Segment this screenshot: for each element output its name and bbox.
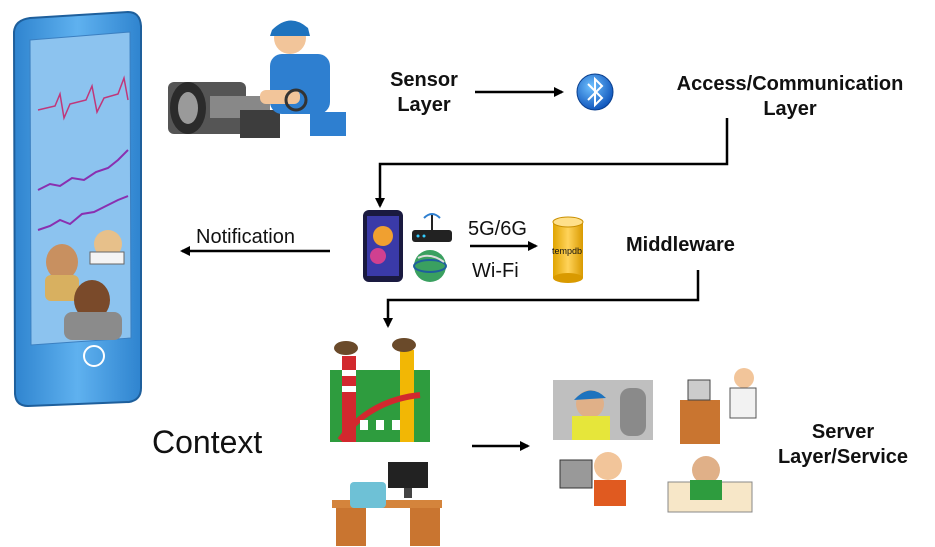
sensor-layer-line2: Layer — [397, 94, 451, 116]
bluetooth-icon — [576, 73, 614, 111]
access-layer-line1: Access/Communication — [676, 73, 904, 95]
server-layer-line1: Server — [811, 421, 875, 443]
sensor-layer-label: Sensor Layer — [372, 68, 476, 118]
factory-icon — [330, 338, 430, 442]
arrow-middleware-to-context — [383, 270, 700, 328]
router-icon — [412, 213, 452, 242]
db-label: tempdb — [552, 246, 583, 256]
server-layer-label: Server Layer/Service — [768, 420, 918, 470]
notification-label: Notification — [196, 226, 295, 248]
middleware-smartphone-icon — [363, 210, 403, 282]
lathe-worker-icon — [168, 20, 346, 138]
network-wifi-label: Wi-Fi — [472, 260, 519, 282]
access-layer-label: Access/Communication Layer — [652, 72, 928, 122]
database-icon — [552, 216, 584, 283]
network-5g-label: 5G/6G — [468, 218, 527, 240]
server-layer-line2: Layer/Service — [777, 446, 909, 468]
context-label: Context — [152, 424, 263, 460]
globe-icon — [413, 250, 447, 282]
home-button — [83, 345, 105, 367]
desk-icon — [332, 462, 442, 546]
access-layer-line2: Layer — [763, 98, 817, 120]
stressed-people-icon — [45, 230, 125, 340]
middleware-label: Middleware — [626, 234, 735, 256]
server-people-icon — [553, 368, 757, 513]
smartphone-icon — [12, 10, 142, 408]
arrow-access-to-middleware — [375, 118, 729, 208]
sensor-layer-line1: Sensor — [390, 69, 458, 91]
heartbeat-graph — [37, 75, 129, 231]
